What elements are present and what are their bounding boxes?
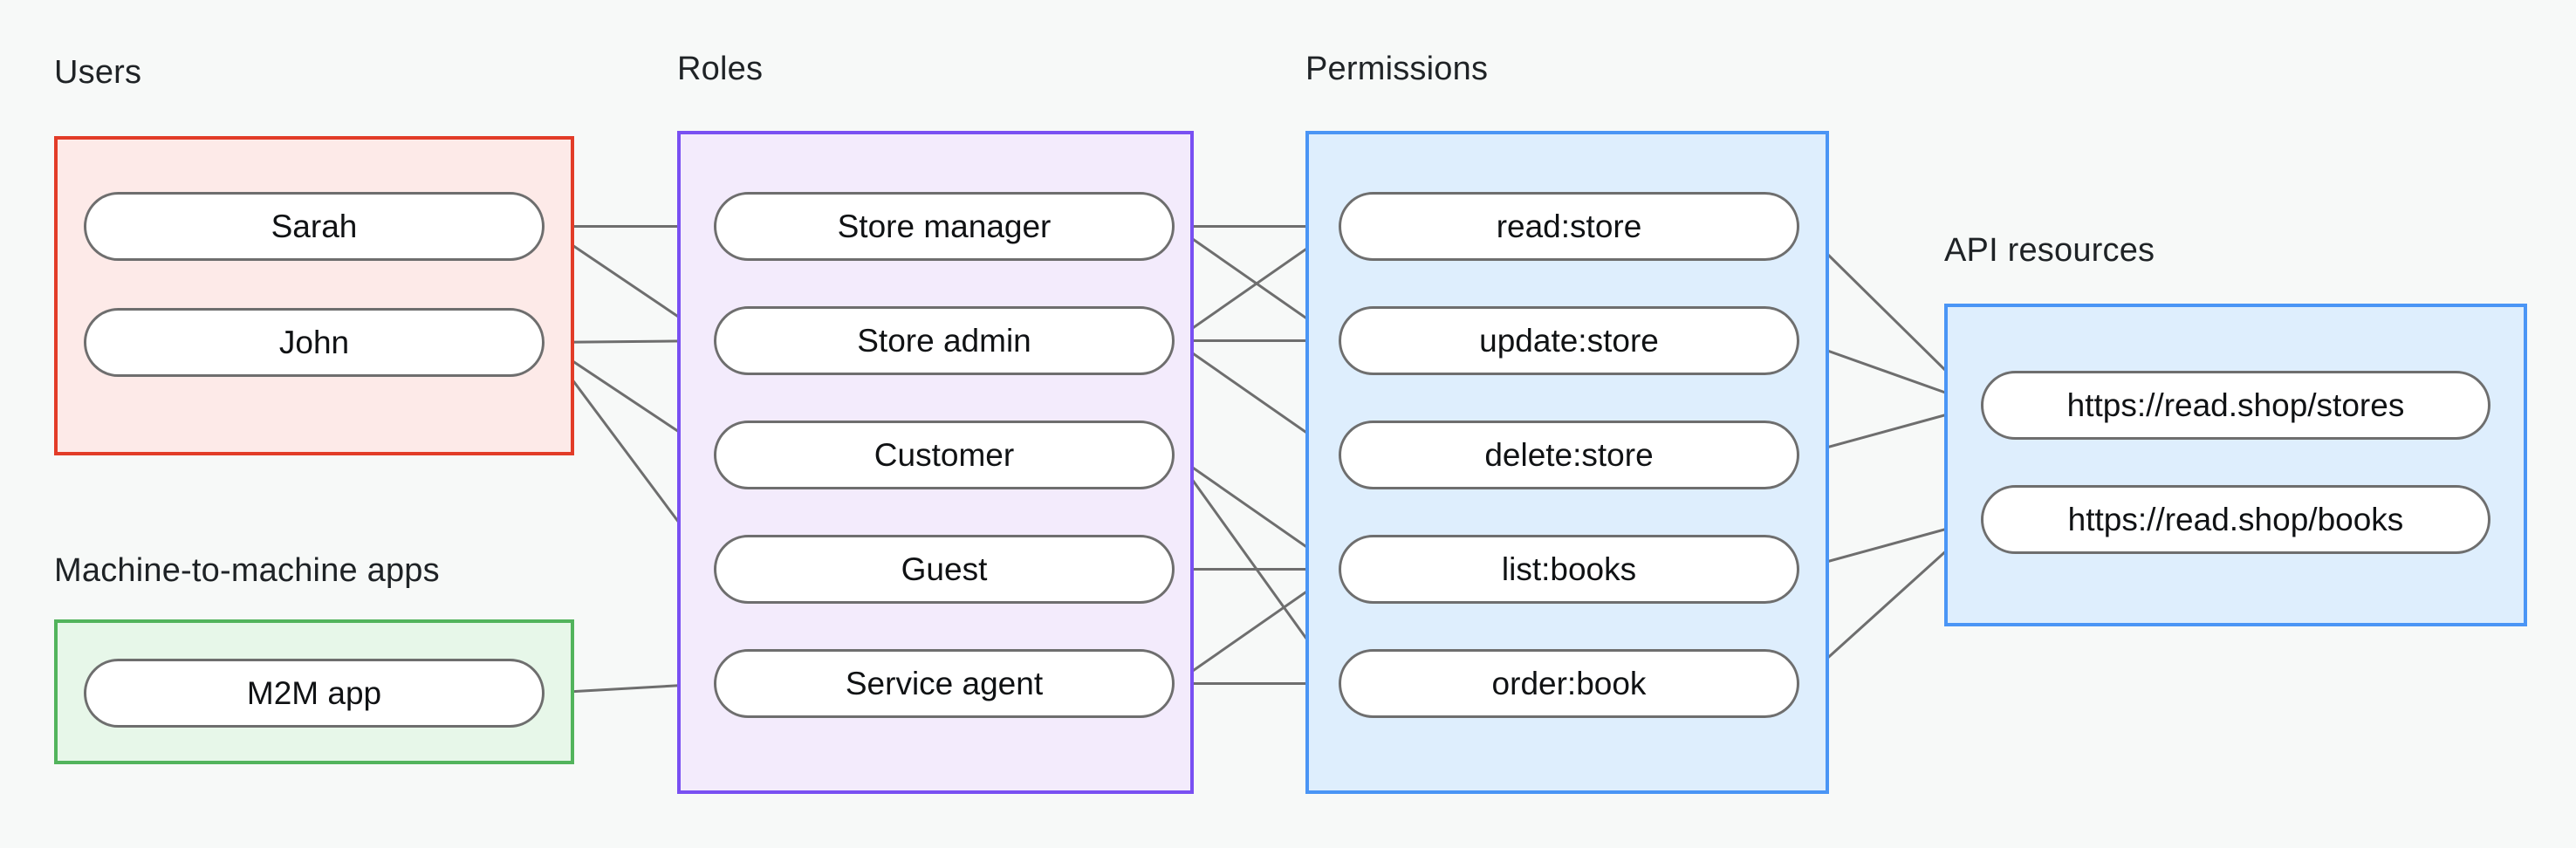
group-label-users: Users <box>54 54 142 91</box>
node-read-store[interactable]: read:store <box>1339 192 1799 261</box>
node-guest[interactable]: Guest <box>714 535 1175 604</box>
node-res-books[interactable]: https://read.shop/books <box>1981 485 2490 554</box>
group-box-users <box>54 136 574 455</box>
group-label-api-resources: API resources <box>1944 232 2155 269</box>
node-delete-store[interactable]: delete:store <box>1339 421 1799 489</box>
group-label-roles: Roles <box>677 51 764 87</box>
node-service-agent[interactable]: Service agent <box>714 649 1175 718</box>
node-store-admin[interactable]: Store admin <box>714 306 1175 375</box>
node-john[interactable]: John <box>84 308 545 377</box>
group-label-permissions: Permissions <box>1305 51 1489 87</box>
node-m2mapp[interactable]: M2M app <box>84 659 545 728</box>
node-update-store[interactable]: update:store <box>1339 306 1799 375</box>
node-sarah[interactable]: Sarah <box>84 192 545 261</box>
group-box-api-resources <box>1944 304 2527 626</box>
node-store-manager[interactable]: Store manager <box>714 192 1175 261</box>
group-label-m2m: Machine-to-machine apps <box>54 552 440 589</box>
node-list-books[interactable]: list:books <box>1339 535 1799 604</box>
node-res-stores[interactable]: https://read.shop/stores <box>1981 371 2490 440</box>
node-order-book[interactable]: order:book <box>1339 649 1799 718</box>
node-customer[interactable]: Customer <box>714 421 1175 489</box>
